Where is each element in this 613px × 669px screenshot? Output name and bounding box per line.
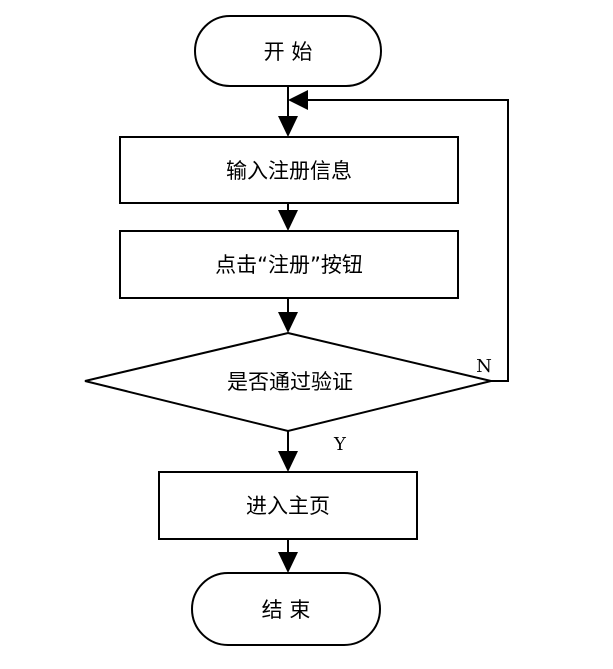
no-branch-arrowhead [288, 90, 308, 110]
verification-decision-label: 是否通过验证 [227, 370, 353, 394]
no-branch-loop-line [306, 99, 509, 382]
no-branch-label: N [476, 356, 492, 377]
yes-branch-label: Y [333, 434, 347, 455]
arrowhead-into-decision [278, 312, 298, 333]
arrowhead-into-input [278, 116, 298, 137]
click-register-button-label: 点击“注册”按钮 [215, 253, 363, 277]
arrowhead-into-click [278, 210, 298, 231]
arrowhead-into-end [278, 552, 298, 573]
end-terminal [191, 572, 381, 646]
enter-homepage-label: 进入主页 [246, 494, 330, 518]
input-registration-info-label: 输入注册信息 [226, 159, 352, 183]
arrowhead-into-home [278, 451, 298, 472]
input-registration-info-box [119, 136, 459, 204]
start-label: 开 始 [264, 40, 313, 64]
end-label: 结 束 [262, 598, 311, 622]
